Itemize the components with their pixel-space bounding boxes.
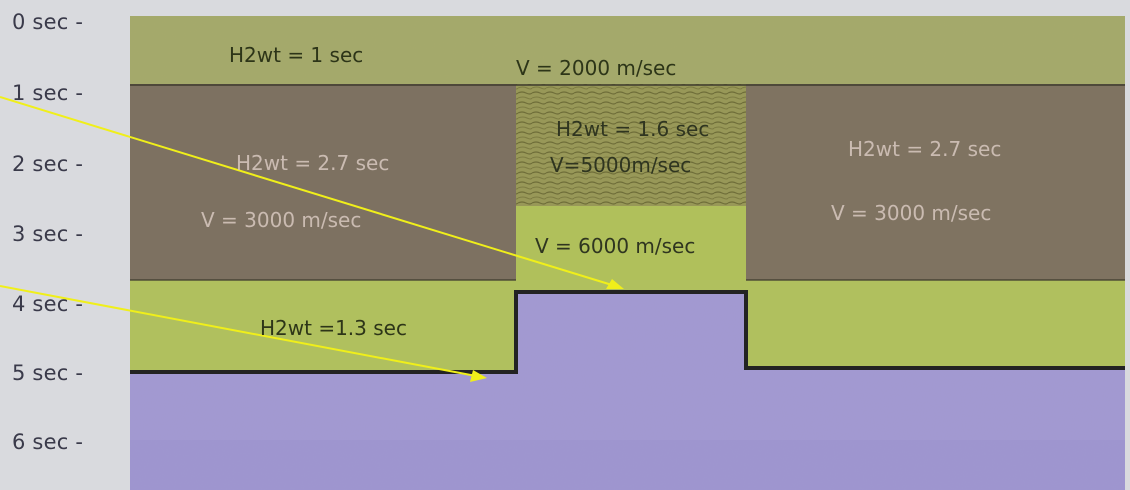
axis-tick-4: 4 sec - xyxy=(12,292,84,316)
right-layer-h2wt: H2wt = 2.7 sec xyxy=(848,137,1002,161)
axis-tick-2: 2 sec - xyxy=(12,152,84,176)
top-layer-h2wt: H2wt = 1 sec xyxy=(229,43,364,67)
axis-tick-1: 1 sec - xyxy=(12,81,84,105)
left-layer-velocity: V = 3000 m/sec xyxy=(201,208,362,232)
right-layer-velocity: V = 3000 m/sec xyxy=(831,201,992,225)
left-layer-h2wt: H2wt = 2.7 sec xyxy=(236,151,390,175)
lower-layer-h2wt: H2wt =1.3 sec xyxy=(260,316,407,340)
arrow-to-center-green xyxy=(0,96,624,289)
axis-tick-5: 5 sec - xyxy=(12,361,84,385)
center-striped-h2wt: H2wt = 1.6 sec xyxy=(556,117,710,141)
axis-tick-0: 0 sec - xyxy=(12,10,84,34)
axis-tick-3: 3 sec - xyxy=(12,222,84,246)
center-striped-velocity: V=5000m/sec xyxy=(550,153,692,177)
top-layer-velocity: V = 2000 m/sec xyxy=(516,56,677,80)
arrow-to-basement xyxy=(0,285,487,382)
axis-tick-6: 6 sec - xyxy=(12,430,84,454)
center-green-velocity: V = 6000 m/sec xyxy=(535,234,696,258)
